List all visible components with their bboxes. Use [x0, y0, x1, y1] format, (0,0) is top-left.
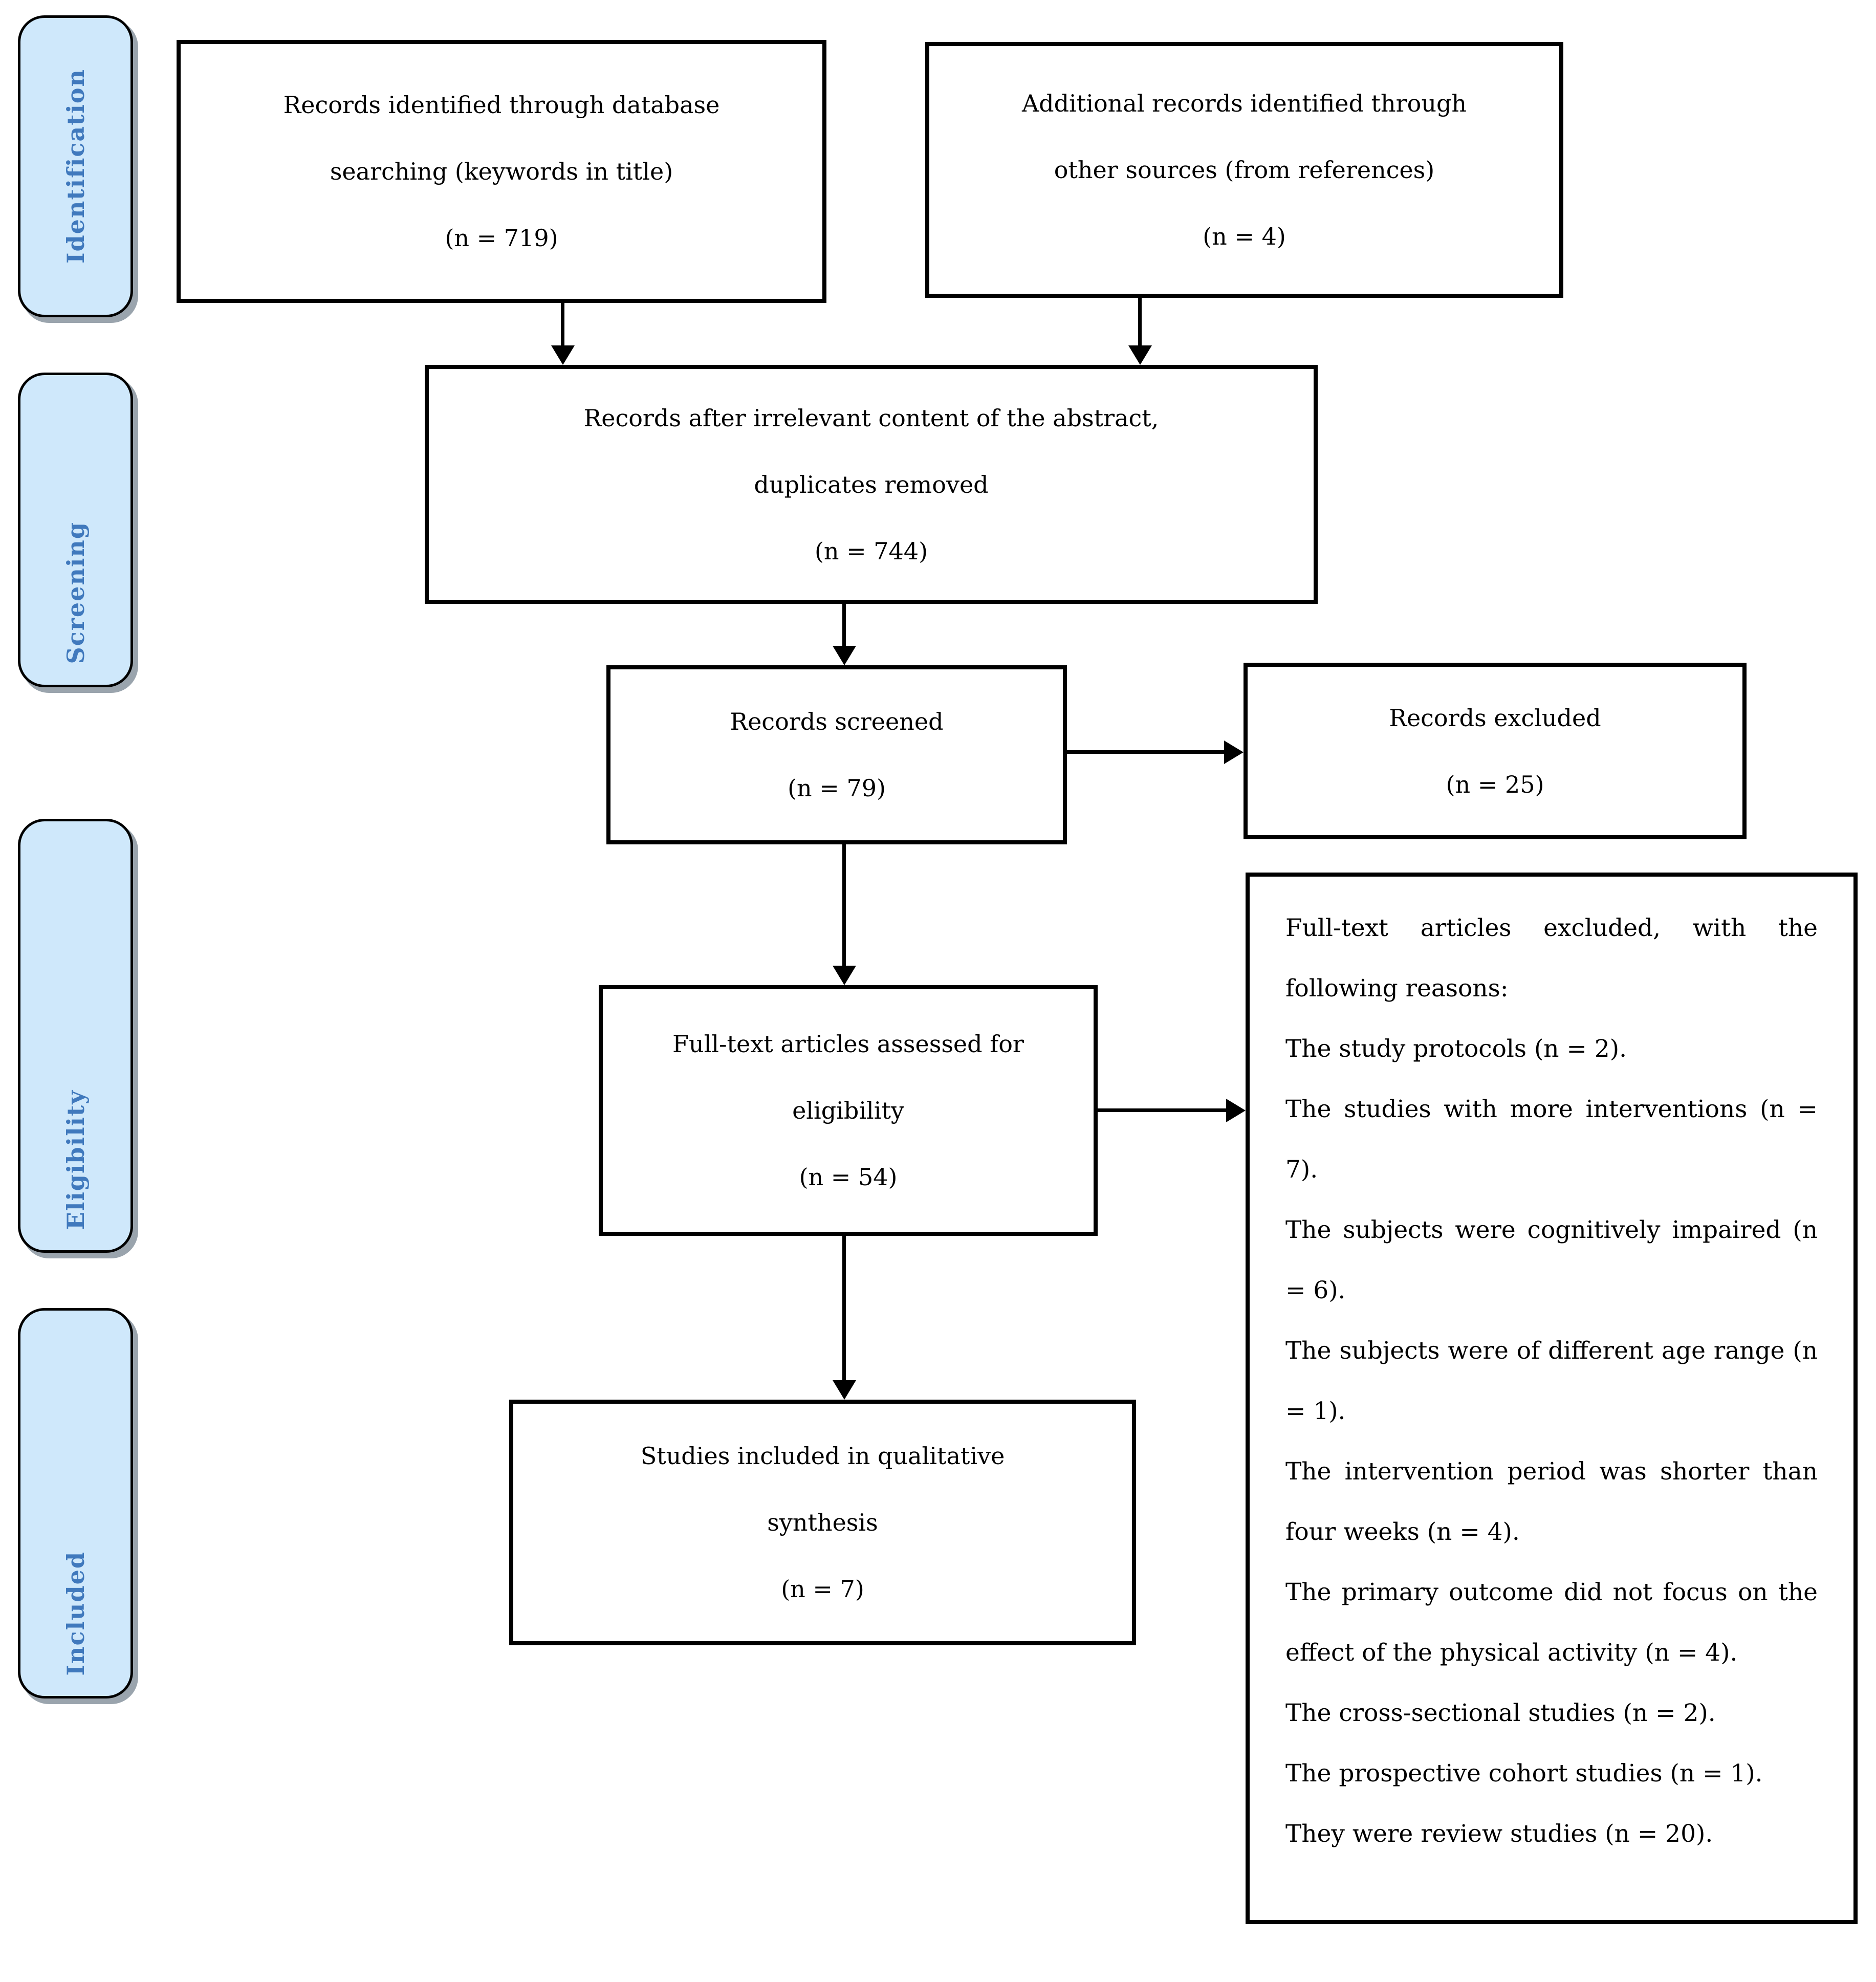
arrow-additional-to-deduplicated [1128, 298, 1152, 365]
box-text-line: Additional records identified through [1021, 90, 1467, 117]
arrow-assessed-to-reasons [1098, 1099, 1246, 1122]
arrow-head-icon [1226, 1099, 1246, 1122]
arrow-shaft [842, 1236, 846, 1382]
arrow-shaft [561, 303, 564, 347]
box-text-line: (n = 719) [445, 224, 558, 252]
exclusion-reason: The studies with more interventions (n =… [1285, 1095, 1818, 1184]
box-text-line: (n = 79) [788, 774, 886, 802]
exclusion-reason: The prospective cohort studies (n = 1). [1285, 1759, 1763, 1788]
arrow-head-icon [1128, 345, 1152, 365]
arrow-head-icon [833, 1380, 856, 1400]
box-text-line: duplicates removed [754, 470, 989, 498]
exclusion-reasons-heading: Full-text articles excluded, with the fo… [1285, 914, 1818, 1003]
arrow-identified-to-deduplicated [551, 303, 575, 365]
stage-screening: Screening [18, 373, 133, 687]
box-exclusion-reasons: Full-text articles excluded, with the fo… [1246, 873, 1858, 1924]
box-text-line: (n = 7) [781, 1575, 864, 1603]
box-records-excluded: Records excluded (n = 25) [1244, 663, 1747, 839]
stage-label: Eligibility [61, 1089, 90, 1230]
arrow-deduplicated-to-screened [833, 604, 856, 665]
exclusion-reason: The primary outcome did not focus on the… [1285, 1578, 1818, 1667]
arrow-shaft [842, 844, 846, 968]
arrow-head-icon [551, 345, 575, 365]
stage-label: Screening [61, 521, 90, 664]
stage-label: Included [61, 1551, 90, 1675]
box-records-deduplicated: Records after irrelevant content of the … [425, 365, 1318, 604]
exclusion-reason: The intervention period was shorter than… [1285, 1457, 1818, 1546]
stage-eligibility: Eligibility [18, 819, 133, 1253]
arrow-assessed-to-included [833, 1236, 856, 1400]
box-text-line: searching (keywords in title) [330, 158, 673, 185]
arrow-head-icon [833, 646, 856, 665]
arrow-screened-to-assessed [833, 844, 856, 985]
exclusion-reason: The subjects were of different age range… [1285, 1337, 1818, 1425]
stage-included: Included [18, 1308, 133, 1698]
arrow-screened-to-excluded [1067, 740, 1244, 764]
box-text-line: Full-text articles assessed for [672, 1030, 1024, 1058]
box-text-line: (n = 4) [1203, 223, 1286, 250]
box-text-line: (n = 25) [1446, 770, 1544, 798]
box-text-line: (n = 744) [814, 537, 928, 565]
arrow-shaft [842, 604, 846, 648]
box-text-line: other sources (from references) [1054, 156, 1435, 184]
arrow-shaft [1067, 750, 1226, 754]
arrow-shaft [1138, 298, 1142, 347]
arrow-head-icon [833, 966, 856, 985]
exclusion-reason: They were review studies (n = 20). [1285, 1820, 1713, 1848]
arrow-head-icon [1224, 740, 1244, 764]
box-text-line: synthesis [767, 1509, 878, 1536]
box-text-line: (n = 54) [799, 1163, 898, 1191]
box-text-line: Records screened [730, 708, 944, 735]
box-records-screened: Records screened (n = 79) [606, 665, 1067, 844]
exclusion-reason: The cross-sectional studies (n = 2). [1285, 1699, 1716, 1727]
exclusion-reason: The study protocols (n = 2). [1285, 1035, 1627, 1063]
box-text-line: Studies included in qualitative [640, 1442, 1005, 1470]
exclusion-reason: The subjects were cognitively impaired (… [1285, 1216, 1818, 1304]
stage-label: Identification [61, 69, 90, 264]
box-text-line: Records after irrelevant content of the … [583, 404, 1159, 432]
box-fulltext-assessed: Full-text articles assessed for eligibil… [599, 985, 1098, 1236]
box-records-identified: Records identified through database sear… [177, 40, 826, 303]
box-text-line: Records excluded [1389, 704, 1601, 732]
box-studies-included: Studies included in qualitative synthesi… [509, 1400, 1136, 1645]
box-additional-records: Additional records identified through ot… [925, 42, 1563, 298]
arrow-shaft [1098, 1108, 1228, 1112]
stage-identification: Identification [18, 15, 133, 317]
box-text-line: eligibility [792, 1097, 904, 1124]
box-text-line: Records identified through database [283, 91, 720, 119]
